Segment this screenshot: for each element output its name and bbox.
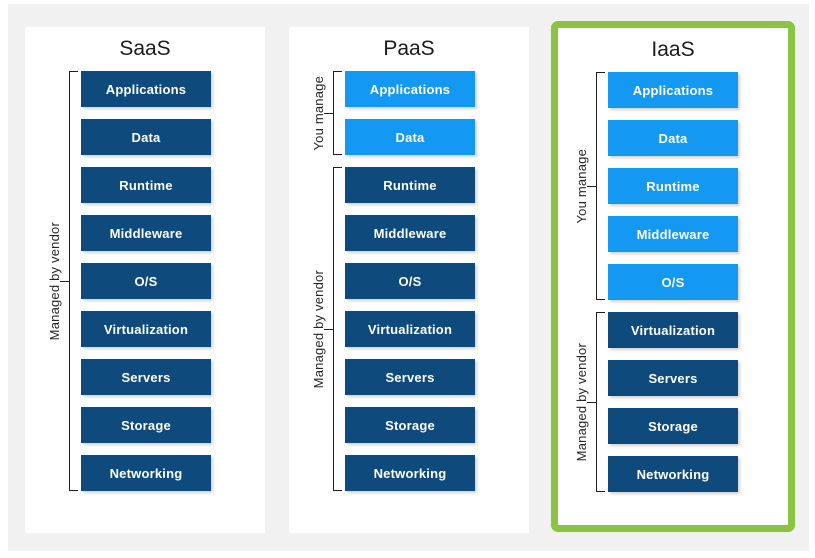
- layer-box: Data: [608, 120, 738, 156]
- responsibility-group: Managed by vendor Applications Data Runt…: [39, 71, 265, 491]
- responsibility-group: Managed by vendor Virtualization Servers…: [566, 312, 788, 492]
- layer-box: Networking: [345, 455, 475, 491]
- layer-box: Middleware: [345, 215, 475, 251]
- layer-label: Virtualization: [630, 322, 716, 338]
- layer-label: Data: [395, 129, 425, 145]
- layer-label: Storage: [121, 417, 171, 433]
- layer-stack: Virtualization Servers Storage Networkin…: [608, 312, 738, 492]
- layer-label: Networking: [636, 466, 710, 482]
- layer-box: Applications: [345, 71, 475, 107]
- layer-stack: Applications Data: [345, 71, 475, 155]
- layer-label: Networking: [109, 465, 183, 481]
- layer-label: Networking: [373, 465, 447, 481]
- layer-box: O/S: [345, 263, 475, 299]
- layer-label: Storage: [648, 418, 698, 434]
- bracket-tick: [324, 329, 333, 330]
- responsibility-group: You manage Applications Data Runtime Mid…: [566, 72, 788, 300]
- layer-box: O/S: [608, 264, 738, 300]
- responsibility-groups: You manage Applications Data Runtime Mid…: [566, 72, 788, 492]
- layer-label: Storage: [385, 417, 435, 433]
- bracket-tick: [587, 402, 596, 403]
- column-title: IaaS: [651, 38, 695, 61]
- column-title: PaaS: [383, 37, 435, 60]
- layer-label: Middleware: [109, 225, 183, 241]
- bracket-tick: [324, 113, 333, 114]
- layer-box: Runtime: [345, 167, 475, 203]
- layer-label: Applications: [105, 81, 187, 97]
- layer-box: Servers: [345, 359, 475, 395]
- bracket: [324, 167, 342, 491]
- layer-box: Virtualization: [345, 311, 475, 347]
- bracket: [60, 71, 78, 491]
- layer-label: Middleware: [636, 226, 710, 242]
- bracket-tick: [587, 186, 596, 187]
- layer-box: Virtualization: [81, 311, 211, 347]
- responsibility-group: Managed by vendor Runtime Middleware O/S…: [303, 167, 529, 491]
- responsibility-group: You manage Applications Data: [303, 71, 529, 155]
- layer-box: Data: [345, 119, 475, 155]
- layer-label: O/S: [661, 274, 685, 290]
- layer-box: Servers: [81, 359, 211, 395]
- layer-box: Servers: [608, 360, 738, 396]
- service-model-card-saas: SaaS Managed by vendor Applications Data…: [25, 27, 265, 533]
- responsibility-groups: You manage Applications Data Managed by …: [303, 71, 529, 491]
- layer-label: O/S: [134, 273, 158, 289]
- layer-label: Runtime: [383, 177, 437, 193]
- layer-label: Runtime: [119, 177, 173, 193]
- layer-stack: Runtime Middleware O/S Virtualization Se…: [345, 167, 475, 491]
- layer-label: Applications: [369, 81, 451, 97]
- layer-label: Data: [131, 129, 161, 145]
- layer-label: Runtime: [646, 178, 700, 194]
- layer-box: Data: [81, 119, 211, 155]
- column-title: SaaS: [119, 37, 171, 60]
- layer-box: Storage: [81, 407, 211, 443]
- bracket: [587, 72, 605, 300]
- layer-box: Virtualization: [608, 312, 738, 348]
- layer-box: Middleware: [608, 216, 738, 252]
- layer-label: Servers: [121, 369, 171, 385]
- responsibility-groups: Managed by vendor Applications Data Runt…: [39, 71, 265, 491]
- layer-label: Virtualization: [367, 321, 453, 337]
- layer-stack: Applications Data Runtime Middleware O/S…: [81, 71, 211, 491]
- layer-label: Servers: [648, 370, 698, 386]
- bracket: [587, 312, 605, 492]
- layer-box: Storage: [345, 407, 475, 443]
- layer-box: Runtime: [81, 167, 211, 203]
- layer-box: O/S: [81, 263, 211, 299]
- layer-label: Applications: [632, 82, 714, 98]
- layer-box: Applications: [81, 71, 211, 107]
- bracket: [324, 71, 342, 155]
- service-model-card-iaas-highlighted: IaaS You manage Applications Data Runtim…: [551, 21, 795, 532]
- service-model-card-paas: PaaS You manage Applications Data Manage…: [289, 27, 529, 533]
- layer-box: Networking: [81, 455, 211, 491]
- layer-box: Storage: [608, 408, 738, 444]
- layer-label: Servers: [385, 369, 435, 385]
- layer-stack: Applications Data Runtime Middleware O/S: [608, 72, 738, 300]
- layer-label: O/S: [398, 273, 422, 289]
- layer-label: Virtualization: [103, 321, 189, 337]
- layer-label: Data: [658, 130, 688, 146]
- background-panel: SaaS Managed by vendor Applications Data…: [8, 4, 809, 551]
- layer-label: Middleware: [373, 225, 447, 241]
- bracket-tick: [60, 281, 69, 282]
- layer-box: Runtime: [608, 168, 738, 204]
- layer-box: Applications: [608, 72, 738, 108]
- layer-box: Middleware: [81, 215, 211, 251]
- layer-box: Networking: [608, 456, 738, 492]
